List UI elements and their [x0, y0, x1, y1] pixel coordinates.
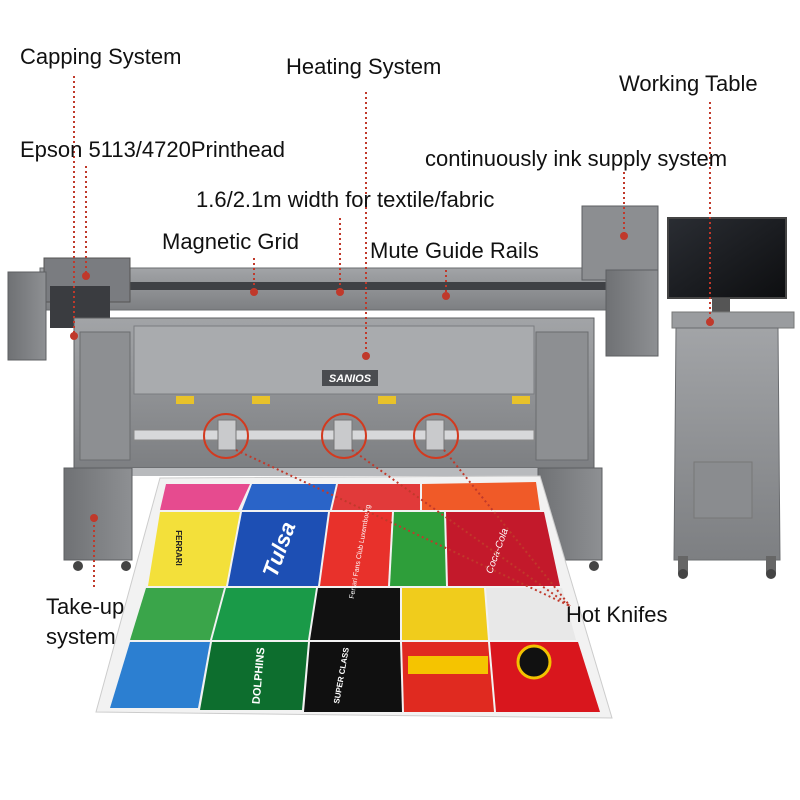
- fabric-panel: [304, 642, 402, 712]
- brand-plate: [322, 370, 378, 386]
- table-leg-left: [678, 556, 688, 574]
- knife-block: [425, 419, 445, 451]
- right-end-cap: [605, 269, 659, 357]
- vent-grille: [693, 461, 753, 519]
- label-magnetic-grid: Magnetic Grid: [162, 229, 299, 254]
- table-wheel-right: [766, 569, 776, 579]
- leader-dot: [336, 288, 344, 296]
- fabric-panel: [160, 484, 250, 510]
- table-wheel-left: [678, 569, 688, 579]
- label-ink-supply: continuously ink supply system: [425, 146, 728, 171]
- guide-rail: [48, 282, 628, 290]
- fabric-panel: [212, 588, 316, 640]
- label-hot-knifes: Hot Knifes: [566, 602, 668, 627]
- warning-sticker: [512, 396, 530, 404]
- leader-lines: [73, 76, 711, 607]
- fabric-panel: [390, 512, 446, 586]
- knife-block: [217, 419, 237, 451]
- left-control-panel: [79, 331, 131, 461]
- leader-dot: [706, 318, 714, 326]
- fabric-panel: [110, 642, 210, 708]
- leader-dot: [442, 292, 450, 300]
- label-takeup-system: Take-up system: [46, 594, 125, 649]
- fabric-panel: [402, 588, 488, 640]
- hot-knife-circle: [203, 413, 249, 459]
- leader-dot: [90, 514, 98, 522]
- leader-dot: [620, 232, 628, 240]
- leader-dot: [82, 272, 90, 280]
- warning-sticker: [252, 396, 270, 404]
- leader-dot: [250, 288, 258, 296]
- flag-band: [408, 656, 488, 674]
- wheel: [589, 561, 599, 571]
- leader-dot: [70, 332, 78, 340]
- club-badge: [516, 644, 552, 680]
- label-guide-rails: Mute Guide Rails: [370, 238, 539, 263]
- warning-sticker: [176, 396, 194, 404]
- fabric-panel: [242, 484, 336, 510]
- table-leg-right: [766, 556, 776, 574]
- fabric-panel: [486, 588, 576, 640]
- working-table: [667, 217, 795, 579]
- hot-knife-circle: [413, 413, 459, 459]
- label-capping-system: Capping System: [20, 44, 182, 69]
- fabric-text-ferrari: FERRARI: [174, 530, 183, 566]
- wheel: [73, 561, 83, 571]
- takeup-cabinet-left: [63, 467, 133, 561]
- keyboard-shelf: [671, 311, 795, 329]
- printed-fabric: Tulsa Ferrari Fans Club Luxembourg FERRA…: [95, 475, 613, 719]
- monitor-stand: [712, 298, 730, 314]
- table-cabinet: [673, 327, 781, 561]
- hot-knife-circle: [321, 413, 367, 459]
- roller-shaft: [130, 468, 540, 476]
- printer-body: SANIOS: [7, 205, 659, 571]
- fabric-panel: [228, 512, 328, 586]
- right-control-panel: [535, 331, 589, 461]
- left-end-cap: [7, 271, 47, 361]
- leader-dot: [362, 352, 370, 360]
- warning-sticker: [378, 396, 396, 404]
- label-printhead: Epson 5113/4720Printhead: [20, 137, 286, 162]
- fabric-panel: [422, 482, 540, 510]
- fabric-panel: [446, 512, 560, 586]
- label-working-table: Working Table: [619, 71, 758, 96]
- fabric-panel: [332, 484, 420, 510]
- hot-knife-markers: [203, 413, 459, 459]
- label-heating-system: Heating System: [286, 54, 442, 79]
- fabric-panel: [402, 642, 494, 712]
- ink-supply-tower: [581, 205, 659, 281]
- monitor: [667, 217, 787, 299]
- brand-text: SANIOS: [329, 373, 372, 385]
- fabric-text-dolphins: DOLPHINS: [251, 647, 268, 705]
- fabric-panel: [130, 588, 224, 640]
- fabric-panel: [200, 642, 308, 710]
- fabric-panel: [310, 588, 400, 640]
- leader-knife-3: [443, 449, 571, 607]
- leader-dots: [70, 232, 714, 522]
- fabric-panel: [148, 512, 240, 586]
- fabric-panel: [320, 512, 392, 586]
- leader-knife-1: [235, 449, 571, 607]
- label-width: 1.6/2.1m width for textile/fabric: [196, 187, 495, 212]
- wheel: [121, 561, 131, 571]
- knife-block: [333, 419, 353, 451]
